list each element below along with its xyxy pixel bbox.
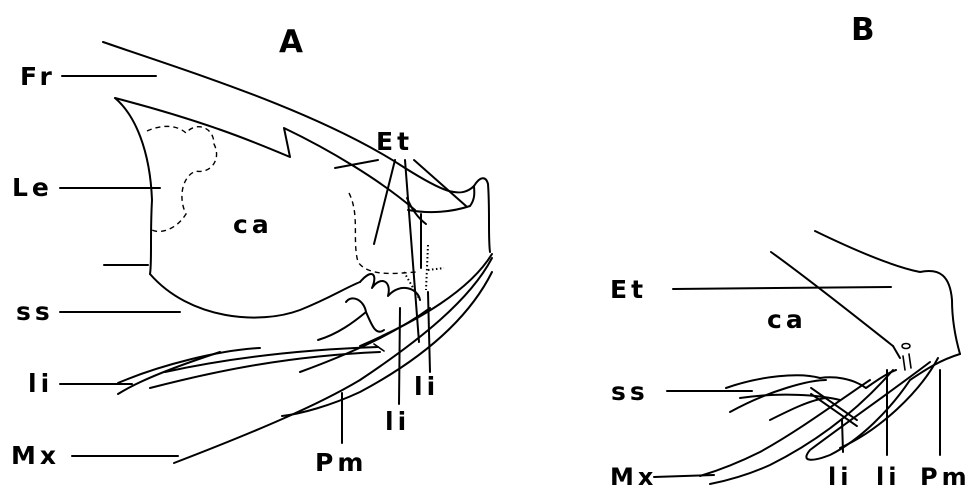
label-le: Le [12,173,53,202]
label-b-pm: Pm [920,463,969,491]
panel-b-drawing [700,231,960,484]
et-leader-4 [414,160,466,206]
label-mx: Mx [11,441,60,470]
panel-a: A [11,24,492,477]
panel-b-title: B [851,12,875,48]
et-leader-2 [374,160,395,244]
label-li-right: li [414,372,439,401]
label-ss: ss [16,297,54,326]
li-mid-leader-line [399,308,400,404]
label-ca: ca [233,210,273,239]
li-right-leader-line [428,292,430,372]
label-b-ca: ca [767,305,807,334]
label-b-li-right: li [876,463,900,491]
label-fr: Fr [20,62,56,91]
label-et: Et [376,127,413,156]
et-leader-3 [405,160,419,342]
label-b-mx: Mx [610,463,657,491]
label-pm: Pm [315,448,367,477]
label-b-et: Et [610,275,647,304]
panel-a-title: A [279,24,303,60]
label-b-ss: ss [611,377,649,406]
li-b-left-leader-line [842,420,843,452]
et-b-leader-line [673,287,891,289]
label-li-mid: li [385,407,410,436]
label-b-li-left: li [828,463,852,491]
mx-b-leader-line [654,475,714,477]
panel-b: B [610,12,969,491]
label-li-left: li [28,369,53,398]
